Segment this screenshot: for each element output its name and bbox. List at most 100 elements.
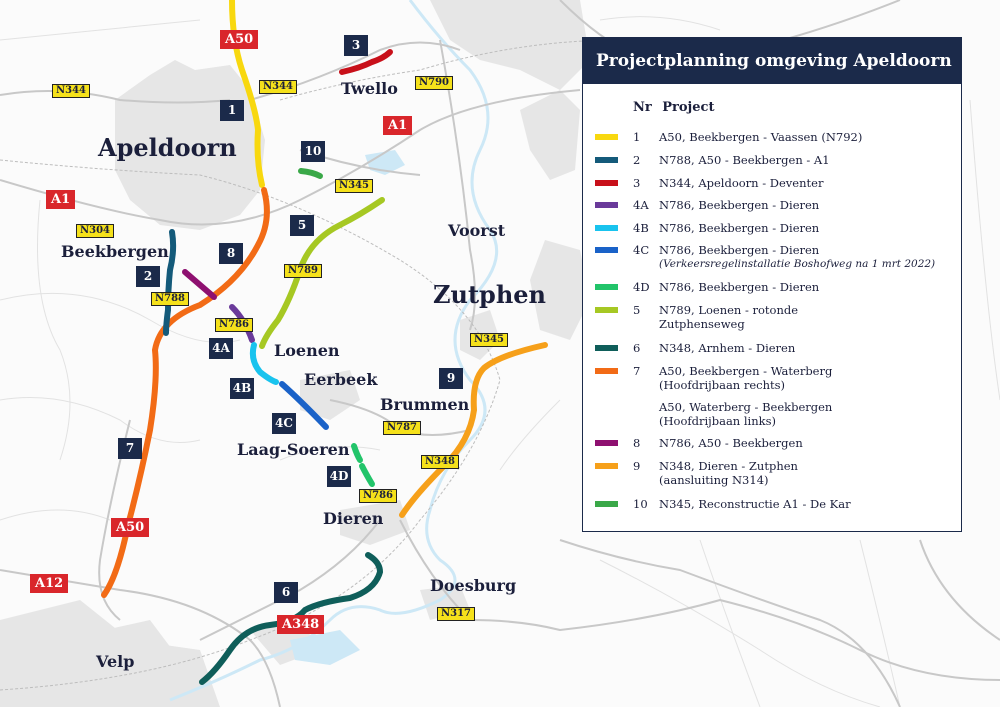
project-marker-4c[interactable]: 4C [272, 413, 296, 434]
legend-label: A50, Beekbergen - Vaassen (N792) [659, 130, 863, 144]
legend-nr: 2 [633, 153, 641, 167]
highway-badge-a50-north: A50 [220, 30, 259, 49]
legend-label: N786, Beekbergen - Dieren [659, 221, 820, 235]
road-badge-n344-west: N344 [52, 84, 91, 98]
color-swatch [595, 225, 618, 231]
highway-badge-a50-south: A50 [111, 518, 150, 537]
place-voorst: Voorst [448, 221, 506, 240]
project-line-4c [279, 381, 329, 430]
project-line-3 [339, 49, 393, 75]
legend-title: Projectplanning omgeving Apeldoorn [583, 38, 961, 84]
color-swatch [595, 463, 618, 469]
highway-badge-a348: A348 [277, 615, 325, 634]
place-doesburg: Doesburg [430, 576, 517, 595]
place-brummen: Brummen [380, 395, 470, 414]
legend-nr: 7 [633, 364, 641, 378]
legend-col-nr: Nr [633, 100, 652, 115]
legend-label-wrap: N786, Beekbergen - Dieren (Verkeersregel… [659, 243, 949, 271]
road-badge-n345-south: N345 [470, 333, 509, 347]
place-velp: Velp [96, 652, 135, 671]
legend-label: N788, A50 - Beekbergen - A1 [659, 153, 830, 167]
project-marker-3[interactable]: 3 [344, 35, 368, 56]
road-badge-n786-north: N786 [215, 318, 254, 332]
project-marker-7[interactable]: 7 [118, 438, 142, 459]
project-marker-2[interactable]: 2 [136, 266, 160, 287]
project-marker-4a[interactable]: 4A [209, 338, 233, 359]
legend-panel: Projectplanning omgeving Apeldoorn Nr Pr… [582, 37, 962, 532]
legend-label: N344, Apeldoorn - Deventer [659, 176, 824, 190]
project-marker-10[interactable]: 10 [301, 141, 325, 162]
legend-label: N786, Beekbergen - Dieren [659, 280, 820, 294]
color-swatch [595, 368, 618, 374]
place-zutphen: Zutphen [433, 280, 547, 309]
road-badge-n304: N304 [76, 224, 115, 238]
color-swatch [595, 284, 618, 290]
color-swatch [595, 307, 618, 313]
project-marker-9[interactable]: 9 [439, 368, 463, 389]
project-marker-6[interactable]: 6 [274, 582, 298, 603]
legend-nr: 1 [633, 130, 641, 144]
road-badge-n788: N788 [151, 292, 190, 306]
legend-label: N348, Dieren - Zutphen (aansluiting N314… [659, 459, 798, 487]
legend-nr: 10 [633, 497, 648, 511]
legend-nr: 9 [633, 459, 641, 473]
legend-label: N789, Loenen - rotonde Zutphenseweg [659, 303, 799, 331]
place-loenen: Loenen [274, 341, 340, 360]
legend-label: N786, Beekbergen - Dieren [659, 243, 820, 257]
road-badge-n348: N348 [421, 455, 460, 469]
color-swatch [595, 157, 618, 163]
project-line-10 [298, 168, 323, 179]
legend-nr: 3 [633, 176, 641, 190]
color-swatch [595, 134, 618, 140]
project-line-4b [249, 342, 279, 385]
road-badge-n345-north: N345 [335, 179, 374, 193]
legend-label: N786, A50 - Beekbergen [659, 436, 803, 450]
project-line-9 [399, 342, 548, 518]
project-marker-4d[interactable]: 4D [327, 466, 351, 487]
legend-column-headers: Nr Project [633, 100, 720, 115]
legend-note: (Verkeersregelinstallatie Boshofweg na 1… [659, 258, 936, 270]
road-badge-n789: N789 [284, 264, 323, 278]
place-beekbergen: Beekbergen [61, 242, 169, 261]
road-badge-n786-south: N786 [359, 489, 398, 503]
place-apeldoorn: Apeldoorn [98, 133, 237, 162]
legend-nr: 4C [633, 243, 650, 257]
railways [0, 39, 621, 691]
color-swatch [595, 180, 618, 186]
highway-badge-a1-west: A1 [46, 190, 76, 209]
minor-roads [0, 16, 1000, 707]
road-badge-n787: N787 [383, 421, 422, 435]
legend-label: N786, Beekbergen - Dieren [659, 198, 820, 212]
place-laag-soeren: Laag-Soeren [237, 440, 350, 459]
project-marker-5[interactable]: 5 [290, 215, 314, 236]
project-line-4d [351, 443, 375, 487]
project-marker-8[interactable]: 8 [219, 243, 243, 264]
legend-label: N348, Arnhem - Dieren [659, 341, 796, 355]
project-marker-1[interactable]: 1 [220, 100, 244, 121]
project-marker-4b[interactable]: 4B [230, 378, 254, 399]
legend-nr: 4D [633, 280, 650, 294]
place-dieren: Dieren [323, 509, 384, 528]
highway-badge-a12: A12 [30, 574, 69, 593]
place-twello: Twello [341, 79, 398, 98]
project-line-6 [199, 552, 384, 685]
legend-nr: 5 [633, 303, 641, 317]
project-line-8 [182, 269, 217, 300]
color-swatch [595, 247, 618, 253]
legend-label: N345, Reconstructie A1 - De Kar [659, 497, 851, 511]
place-eerbeek: Eerbeek [304, 370, 378, 389]
legend-nr: 4B [633, 221, 649, 235]
color-swatch [595, 345, 618, 351]
road-badge-n317: N317 [437, 607, 476, 621]
color-swatch [595, 202, 618, 208]
road-badge-n344-east: N344 [259, 80, 298, 94]
legend-label: A50, Beekbergen - Waterberg (Hoofdrijbaa… [659, 364, 833, 392]
color-swatch [595, 501, 618, 507]
project-line-2 [163, 229, 177, 336]
highway-badge-a1-east: A1 [383, 116, 413, 135]
legend-nr: 6 [633, 341, 641, 355]
legend-label: A50, Waterberg - Beekbergen (Hoofdrijbaa… [659, 400, 833, 428]
legend-nr: 4A [633, 198, 649, 212]
color-swatch [595, 440, 618, 446]
